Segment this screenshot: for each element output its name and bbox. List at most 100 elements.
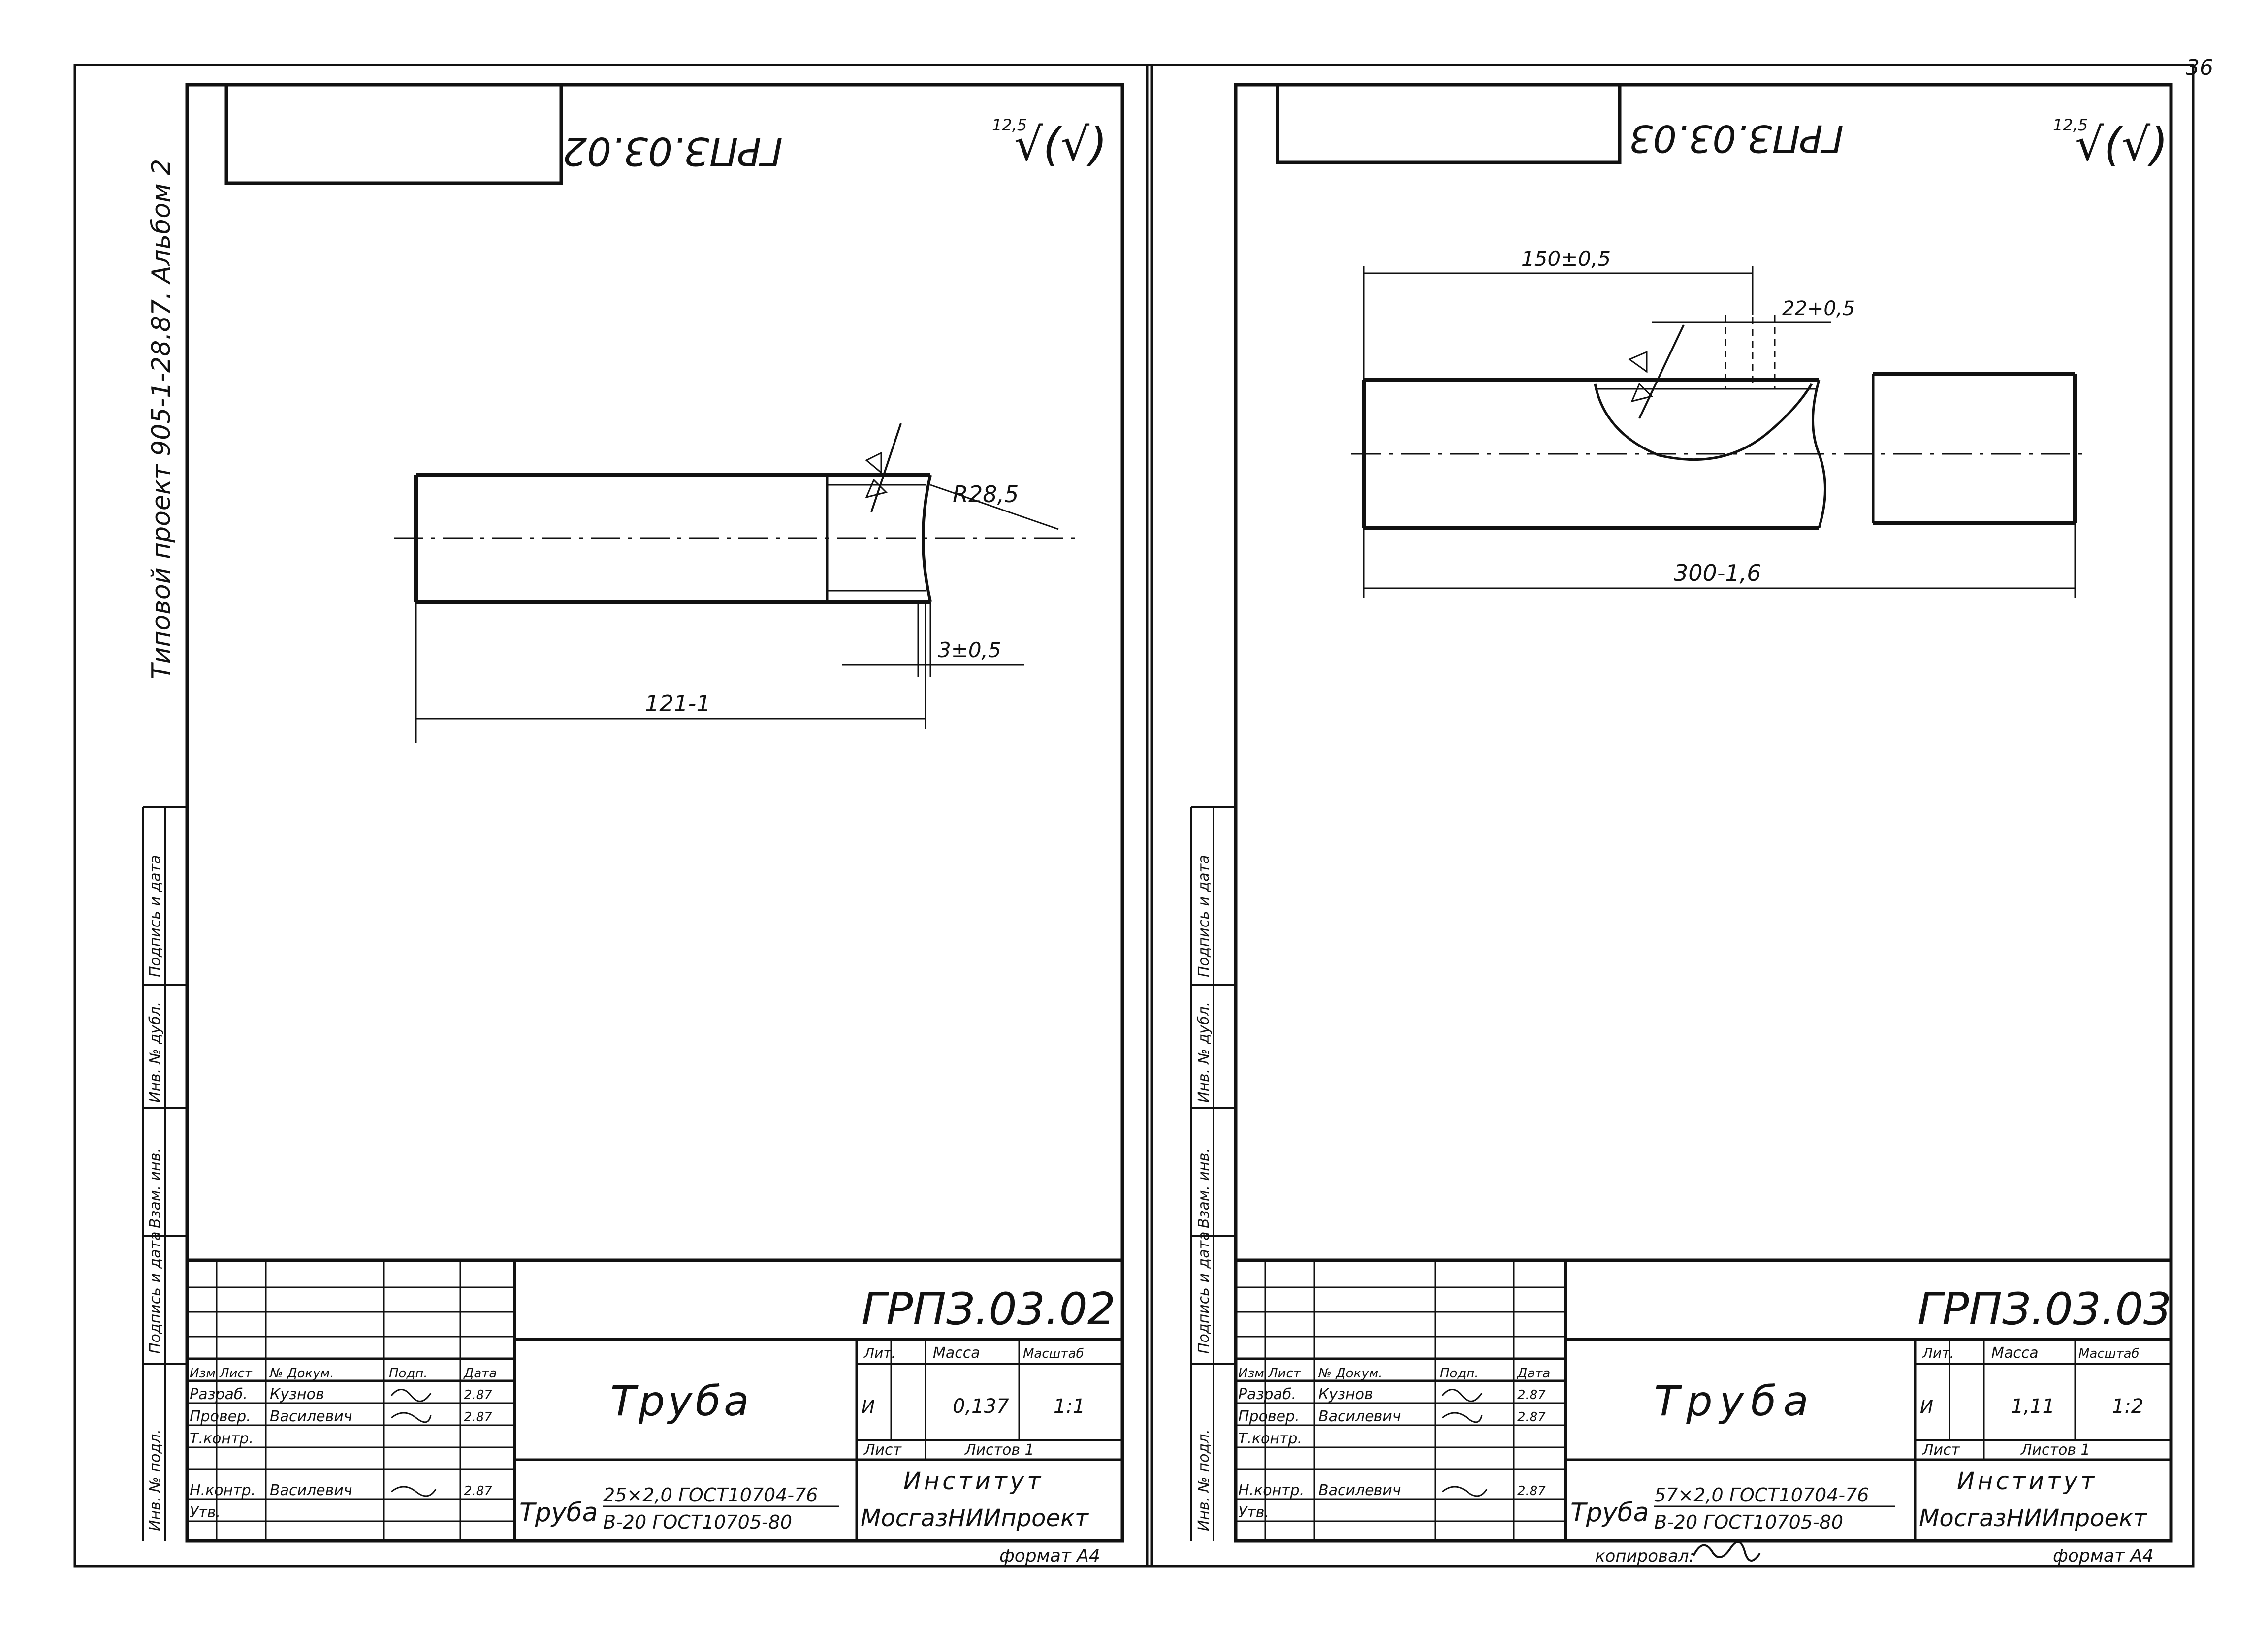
left-margin-note: Типовой проект 905-1-28.87. Альбом 2 (147, 159, 176, 679)
right-row-role: Н.контр. (1238, 1482, 1304, 1499)
left-scale-label: Масштаб (1023, 1346, 1084, 1361)
left-roughness-value: 12,5 (992, 116, 1027, 134)
left-mirror-code-box: ГРПЗ.03.02 (224, 85, 783, 185)
left-title-block: Изм Лист № Докум. Подп. Дата Разраб. Куз… (185, 1258, 1124, 1543)
right-material-prefix: Труба (1570, 1498, 1649, 1528)
right-row-role: Провер. (1238, 1408, 1300, 1425)
right-sheet-label: Лист (1922, 1441, 1961, 1459)
right-roughness-symbol: √(√) (2075, 118, 2168, 171)
right-col-doc: № Докум. (1317, 1366, 1383, 1381)
left-row-role: Утв. (190, 1504, 221, 1521)
right-scale-label: Масштаб (2078, 1346, 2140, 1361)
right-row-person: Василевич (1318, 1408, 1401, 1425)
right-dim-top: 150±0,5 (1521, 247, 1611, 271)
left-col-date: Дата (463, 1366, 497, 1381)
right-col-izm: Изм (1238, 1366, 1264, 1381)
left-stamp-podpis-2: Подпись и дата (147, 855, 164, 978)
right-sheets-label: Листов 1 (2020, 1441, 2090, 1459)
left-col-doc: № Докум. (269, 1366, 334, 1381)
left-mass-value: 0,137 (953, 1395, 1009, 1418)
right-row-date: 2.87 (1517, 1484, 1546, 1499)
right-row-role: Разраб. (1238, 1386, 1296, 1403)
left-col-list: Лист (219, 1366, 253, 1381)
right-part-name: Труба (1654, 1377, 1816, 1425)
left-dim-radius: R28,5 (953, 481, 1019, 508)
right-scale-value: 1:2 (2112, 1395, 2143, 1418)
right-mass-label: Масса (1991, 1344, 2039, 1362)
left-lit-value: И (862, 1397, 875, 1417)
left-row-role: Провер. (190, 1408, 251, 1425)
left-mass-label: Масса (933, 1344, 980, 1362)
left-row-person: Василевич (270, 1408, 352, 1425)
right-org-line2: МосгазНИИпроект (1919, 1504, 2148, 1532)
right-side-stamp: Инв. № подл. Подпись и дата Взам. инв. И… (1190, 806, 1236, 1541)
left-row-role: Т.контр. (190, 1430, 254, 1447)
left-mirror-code: ГРПЗ.03.02 (563, 128, 783, 173)
right-signature (1442, 1412, 1483, 1423)
left-material-line2: В-20 ГОСТ10705-80 (603, 1511, 792, 1533)
right-row-date: 2.87 (1517, 1388, 1546, 1403)
right-lit-label: Лит. (1922, 1345, 1954, 1361)
right-stamp-inv-podl: Инв. № подл. (1195, 1429, 1213, 1531)
left-stamp-podpis: Подпись и дата (147, 1232, 164, 1354)
left-lit-label: Лит. (863, 1345, 895, 1361)
right-copied-label: копировал: (1595, 1546, 1694, 1566)
left-signature (391, 1412, 432, 1423)
left-row-date: 2.87 (464, 1410, 492, 1425)
right-format-label: формат А4 (2053, 1546, 2154, 1566)
right-col-sign: Подп. (1440, 1366, 1479, 1381)
right-mirror-code: ГРПЗ.03.03 (1629, 117, 1844, 160)
right-col-date: Дата (1517, 1366, 1550, 1381)
left-col-izm: Изм (190, 1366, 216, 1381)
left-sheet: Типовой проект 905-1-28.87. Альбом 2 Инв… (73, 64, 1153, 1568)
right-roughness-value: 12,5 (2053, 116, 2088, 134)
right-signature (1441, 1389, 1483, 1402)
left-signature (391, 1486, 437, 1497)
right-outer-frame (1146, 64, 2195, 1568)
left-org-line2: МосгазНИИпроект (861, 1504, 1089, 1532)
right-row-role: Т.контр. (1238, 1430, 1302, 1447)
right-stamp-podpis: Подпись и дата (1195, 1232, 1213, 1354)
right-col-list: Лист (1268, 1366, 1301, 1381)
left-format-label: формат А4 (999, 1546, 1100, 1566)
left-row-person: Кузнов (270, 1386, 324, 1403)
left-sheet-label: Лист (863, 1441, 902, 1459)
right-row-date: 2.87 (1517, 1410, 1546, 1425)
left-side-stamp: Инв. № подл. Подпись и дата Взам. инв. И… (142, 806, 187, 1541)
left-roughness-symbol: √(√) (1014, 118, 1107, 171)
right-material-line2: В-20 ГОСТ10705-80 (1654, 1511, 1843, 1533)
left-row-date: 2.87 (464, 1484, 492, 1499)
left-stamp-dubl: Инв. № дубл. (147, 1002, 164, 1103)
left-row-date: 2.87 (464, 1388, 492, 1403)
right-dim-hole: 22+0,5 (1782, 297, 1855, 320)
left-material-line1: 25×2,0 ГОСТ10704-76 (603, 1484, 818, 1506)
page-number: 36 (2186, 55, 2213, 80)
left-doc-code: ГРПЗ.03.02 (862, 1283, 1116, 1335)
left-stamp-inv-podl: Инв. № подл. (147, 1429, 164, 1531)
left-outer-frame (73, 64, 1153, 1568)
right-sheet: Инв. № подл. Подпись и дата Взам. инв. И… (1146, 64, 2195, 1568)
right-row-role: Утв. (1238, 1504, 1269, 1521)
right-signature (1442, 1486, 1488, 1497)
right-material-line1: 57×2,0 ГОСТ10704-76 (1654, 1484, 1869, 1506)
left-part-name: Труба (610, 1377, 752, 1425)
right-title-block: Изм Лист № Докум. Подп. Дата Разраб. Куз… (1234, 1258, 2173, 1543)
left-row-person: Василевич (270, 1482, 352, 1499)
left-scale-value: 1:1 (1054, 1395, 1085, 1418)
right-row-person: Кузнов (1318, 1386, 1373, 1403)
right-copied-signature (1693, 1541, 1761, 1562)
right-pipe-drawing: 22+0,5 150±0,5 300-1,6 (1351, 247, 2087, 598)
left-org-line1: Институт (903, 1468, 1044, 1495)
right-mirror-code-box: ГРПЗ.03.03 (1276, 85, 1844, 164)
left-row-role: Разраб. (190, 1386, 248, 1403)
left-col-sign: Подп. (389, 1366, 428, 1381)
right-mass-value: 1,11 (2011, 1395, 2055, 1418)
left-dim-small: 3±0,5 (938, 638, 1001, 662)
left-row-role: Н.контр. (190, 1482, 256, 1499)
left-pipe-drawing: R28,5 3±0,5 121-1 (394, 423, 1078, 743)
left-material-prefix: Труба (519, 1498, 598, 1528)
right-dim-length: 300-1,6 (1674, 560, 1761, 586)
right-org-line1: Институт (1957, 1468, 2097, 1495)
left-dim-length: 121-1 (645, 690, 711, 717)
